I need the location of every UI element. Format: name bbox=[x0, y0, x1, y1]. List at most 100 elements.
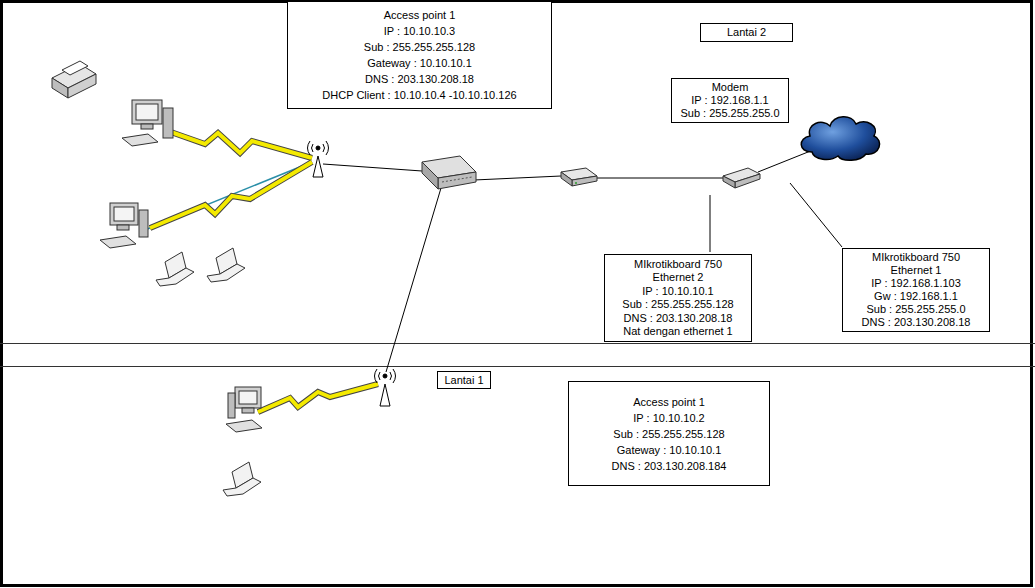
computer-icon bbox=[226, 387, 262, 432]
computer-icon bbox=[139, 210, 148, 237]
network-cable bbox=[597, 178, 723, 179]
device-info-box: MIkrotikboard 750Ethernet 2IP : 10.10.10… bbox=[604, 254, 752, 342]
floor-label: Lantai 2 bbox=[700, 23, 793, 42]
laptop-icon bbox=[223, 478, 261, 496]
router-icon bbox=[572, 176, 597, 186]
computer-icon bbox=[163, 108, 173, 138]
leader-line bbox=[710, 183, 842, 252]
info-line: MIkrotikboard 750 bbox=[634, 258, 722, 272]
info-line: Ethernet 1 bbox=[891, 264, 942, 277]
network-cable bbox=[323, 164, 422, 171]
wireless-link bbox=[150, 162, 312, 228]
mikrotik-icon bbox=[723, 168, 760, 188]
computer-icon bbox=[242, 408, 254, 413]
floor-divider bbox=[0, 343, 1035, 344]
info-line: DNS : 203.130.208.18 bbox=[862, 316, 971, 329]
internet-cloud bbox=[801, 117, 879, 161]
device-info-box: ModemIP : 192.168.1.1Sub : 255.255.255.0 bbox=[671, 78, 789, 123]
computer-icon bbox=[132, 100, 162, 124]
info-line: IP : 192.168.1.103 bbox=[871, 277, 961, 290]
network-cable bbox=[386, 188, 441, 372]
info-line: Gateway : 10.10.10.1 bbox=[617, 442, 722, 458]
access-point-icon bbox=[375, 369, 396, 383]
info-line: IP : 10.10.10.1 bbox=[642, 285, 713, 299]
info-line: Lantai 1 bbox=[444, 374, 483, 386]
computer-icon bbox=[226, 420, 262, 432]
info-line: DNS : 203.130.208.18 bbox=[624, 312, 733, 326]
info-line: Nat dengan ethernet 1 bbox=[623, 325, 732, 339]
device-info-box: MIkrotikboard 750Ethernet 1IP : 192.168.… bbox=[842, 248, 990, 332]
network-cable bbox=[474, 176, 561, 180]
printer-icon bbox=[68, 74, 96, 98]
info-line: Lantai 2 bbox=[727, 26, 766, 39]
computer-icon bbox=[100, 203, 148, 248]
printer-icon bbox=[62, 61, 88, 75]
laptop-icon bbox=[207, 264, 245, 282]
computer-icon bbox=[100, 236, 136, 248]
floor-label: Lantai 1 bbox=[437, 371, 491, 389]
wireless-link bbox=[140, 131, 378, 412]
access-point-icon bbox=[383, 374, 387, 378]
access-point-icon bbox=[316, 146, 320, 150]
info-line: Gateway : 10.10.10.1 bbox=[367, 55, 472, 71]
info-line: IP : 10.10.10.2 bbox=[633, 410, 704, 426]
access-point-icon bbox=[313, 156, 323, 177]
info-line: Access point 1 bbox=[384, 7, 456, 23]
info-line: Sub : 255.255.255.128 bbox=[613, 426, 724, 442]
info-line: Sub : 255.255.255.128 bbox=[622, 298, 733, 312]
info-line: Modem bbox=[712, 81, 749, 94]
info-line: Sub : 255.255.255.0 bbox=[680, 107, 779, 120]
info-line: DNS : 203.130.208.18 bbox=[365, 71, 474, 87]
info-line: Access point 1 bbox=[633, 394, 705, 410]
info-line: Ethernet 2 bbox=[653, 271, 704, 285]
info-line: Sub : 255.255.255.0 bbox=[866, 303, 965, 316]
router-icon bbox=[575, 182, 577, 184]
computer-icon bbox=[122, 100, 173, 146]
access-point-icon bbox=[308, 141, 329, 155]
access-point-icon bbox=[308, 141, 329, 177]
info-line: Gw : 192.168.1.1 bbox=[874, 290, 958, 303]
info-line: DNS : 203.130.208.184 bbox=[612, 458, 727, 474]
computer-icon bbox=[114, 207, 134, 221]
printer-icon bbox=[52, 61, 96, 98]
internet-cloud bbox=[801, 117, 879, 161]
computer-icon bbox=[122, 134, 158, 146]
floor-divider bbox=[0, 366, 1035, 367]
router-icon bbox=[561, 168, 597, 186]
info-line: IP : 10.10.10.3 bbox=[384, 23, 455, 39]
computer-icon bbox=[228, 393, 235, 418]
device-info-box: Access point 1IP : 10.10.10.2Sub : 255.2… bbox=[568, 381, 770, 486]
access-point-icon bbox=[375, 369, 396, 406]
wireless-link bbox=[140, 162, 312, 232]
router-icon bbox=[561, 172, 572, 186]
computer-icon bbox=[110, 203, 138, 225]
switch-icon bbox=[422, 162, 438, 189]
switch-icon bbox=[422, 156, 476, 189]
switch-icon bbox=[438, 172, 476, 189]
wireless-link bbox=[258, 384, 378, 412]
computer-icon bbox=[136, 104, 158, 120]
floor-divider bbox=[0, 344, 1035, 367]
leader-line bbox=[790, 183, 842, 247]
network-cable bbox=[323, 146, 823, 372]
laptop-icon bbox=[156, 268, 194, 286]
laptop-icon bbox=[223, 462, 261, 496]
mikrotik-icon bbox=[735, 174, 760, 188]
info-line: DHCP Client : 10.10.10.4 -10.10.10.126 bbox=[322, 87, 516, 103]
info-line: Sub : 255.255.255.128 bbox=[364, 39, 475, 55]
leader-line bbox=[710, 195, 711, 252]
computer-icon bbox=[235, 387, 261, 408]
wireless-link bbox=[168, 131, 312, 158]
info-line: IP : 192.168.1.1 bbox=[691, 94, 768, 107]
device-info-box: Access point 1IP : 10.10.10.3Sub : 255.2… bbox=[287, 1, 552, 109]
wireless-link bbox=[168, 131, 312, 158]
computer-icon bbox=[117, 225, 129, 230]
printer-icon bbox=[52, 78, 68, 98]
computer-icon bbox=[239, 391, 257, 404]
access-point-icon bbox=[380, 384, 390, 406]
mikrotik-icon bbox=[723, 176, 735, 188]
wireless-link bbox=[258, 384, 378, 412]
